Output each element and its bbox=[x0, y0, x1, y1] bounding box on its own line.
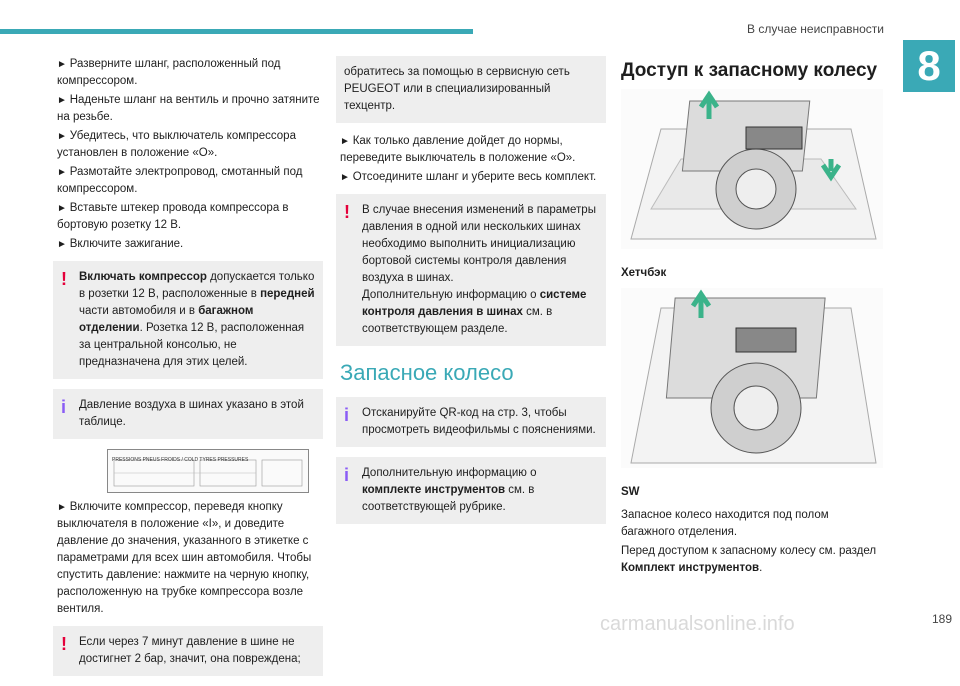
column-2: обратитесь за помощью в сервисную сеть P… bbox=[336, 56, 606, 534]
step-1: Разверните шланг, расположенный под комп… bbox=[57, 56, 323, 90]
info-box-tools: i Дополнительную информацию о комплекте … bbox=[336, 457, 606, 524]
ref-bold: Комплект инструментов bbox=[621, 562, 760, 574]
step-3: Убедитесь, что выключатель компрессора у… bbox=[57, 128, 323, 162]
warning-icon: ! bbox=[344, 202, 350, 222]
info-icon: i bbox=[61, 397, 67, 417]
spare-wheel-location: Запасное колесо находится под полом бага… bbox=[621, 509, 829, 538]
plate-title: PRESSIONS PNEUS FROIDS / COLD TYRES PRES… bbox=[112, 457, 249, 463]
info-text: Давление воздуха в шинах указано в этой … bbox=[79, 399, 304, 428]
page-number: 189 bbox=[931, 612, 952, 626]
sw-trunk-illustration bbox=[621, 288, 883, 468]
ref-text: Перед доступом к запасному колесу см. ра… bbox=[621, 545, 877, 557]
chapter-badge: 8 bbox=[903, 40, 955, 92]
access-heading: Доступ к запасному колесу bbox=[621, 60, 878, 81]
warning-text-2: Дополнительную информацию о bbox=[362, 289, 540, 301]
warning-text: Если через 7 минут давление в шине не до… bbox=[79, 636, 301, 665]
header-title: В случае неисправности bbox=[747, 22, 884, 36]
step-6: Включите зажигание. bbox=[57, 236, 323, 253]
hatchback-trunk-illustration bbox=[621, 89, 883, 249]
step-9: Отсоедините шланг и уберите весь комплек… bbox=[340, 169, 606, 186]
warning-text-3: . Розетка 12 В, расположенная за централ… bbox=[79, 322, 305, 368]
step-8: Как только давление дойдет до нормы, пер… bbox=[340, 133, 606, 167]
info-bold: комплекте инструментов bbox=[362, 484, 506, 496]
column-3: Доступ к запасному колесу Хетчбэк SW Зап… bbox=[621, 56, 883, 579]
warning-icon: ! bbox=[61, 269, 67, 289]
step-2: Наденьте шланг на вентиль и прочно затян… bbox=[57, 92, 323, 126]
warning-text-1: В случае внесения изменений в параметры … bbox=[362, 204, 596, 284]
label-hatchback: Хетчбэк bbox=[621, 267, 667, 279]
continued-text: обратитесь за помощью в сервисную сеть P… bbox=[344, 66, 570, 112]
info-box-qr: i Отсканируйте QR-код на стр. 3, чтобы п… bbox=[336, 397, 606, 447]
spare-wheel-reference: Перед доступом к запасному колесу см. ра… bbox=[621, 543, 883, 577]
warning-box-socket: ! Включать компрессор допускается только… bbox=[53, 261, 323, 379]
warning-bold-1: Включать компрессор bbox=[79, 271, 207, 283]
info-text-1: Дополнительную информацию о bbox=[362, 467, 537, 479]
warning-bold-3: багажном отделении bbox=[79, 305, 254, 334]
info-box-pressure: i Давление воздуха в шинах указано в это… bbox=[53, 389, 323, 439]
label-sw: SW bbox=[621, 486, 640, 498]
top-accent-bar bbox=[0, 29, 473, 34]
section-title: Запасное колесо bbox=[340, 360, 514, 385]
plate-drawing bbox=[113, 459, 303, 487]
warning-bold-2: передней bbox=[260, 288, 315, 300]
step-4: Размотайте электропровод, смотанный под … bbox=[57, 164, 323, 198]
step-7: Включите компрессор, переведя кнопку вык… bbox=[57, 499, 323, 618]
tyre-pressure-label-image: PRESSIONS PNEUS FROIDS / COLD TYRES PRES… bbox=[107, 449, 309, 493]
info-text: Отсканируйте QR-код на стр. 3, чтобы про… bbox=[362, 407, 596, 436]
warning-text-3: см. в соответствующем разделе. bbox=[362, 306, 553, 335]
watermark: carmanualsonline.info bbox=[600, 613, 795, 635]
warning-icon: ! bbox=[61, 634, 67, 654]
warning-box-tpms: ! В случае внесения изменений в параметр… bbox=[336, 194, 606, 346]
warning-box-7min: ! Если через 7 минут давление в шине не … bbox=[53, 626, 323, 676]
column-1: Разверните шланг, расположенный под комп… bbox=[53, 56, 323, 686]
warning-text-2: части автомобиля и в bbox=[79, 305, 199, 317]
warning-text-1: допускается только в розетки 12 В, распо… bbox=[79, 271, 315, 300]
warning-bold: системе контроля давления в шинах bbox=[362, 289, 587, 318]
info-text-2: см. в соответствующей рубрике. bbox=[362, 484, 535, 513]
ref-end: . bbox=[759, 562, 763, 574]
info-icon: i bbox=[344, 405, 350, 425]
step-5: Вставьте штекер провода компрессора в бо… bbox=[57, 200, 323, 234]
warning-box-continued: обратитесь за помощью в сервисную сеть P… bbox=[336, 56, 606, 123]
info-icon: i bbox=[344, 465, 350, 485]
